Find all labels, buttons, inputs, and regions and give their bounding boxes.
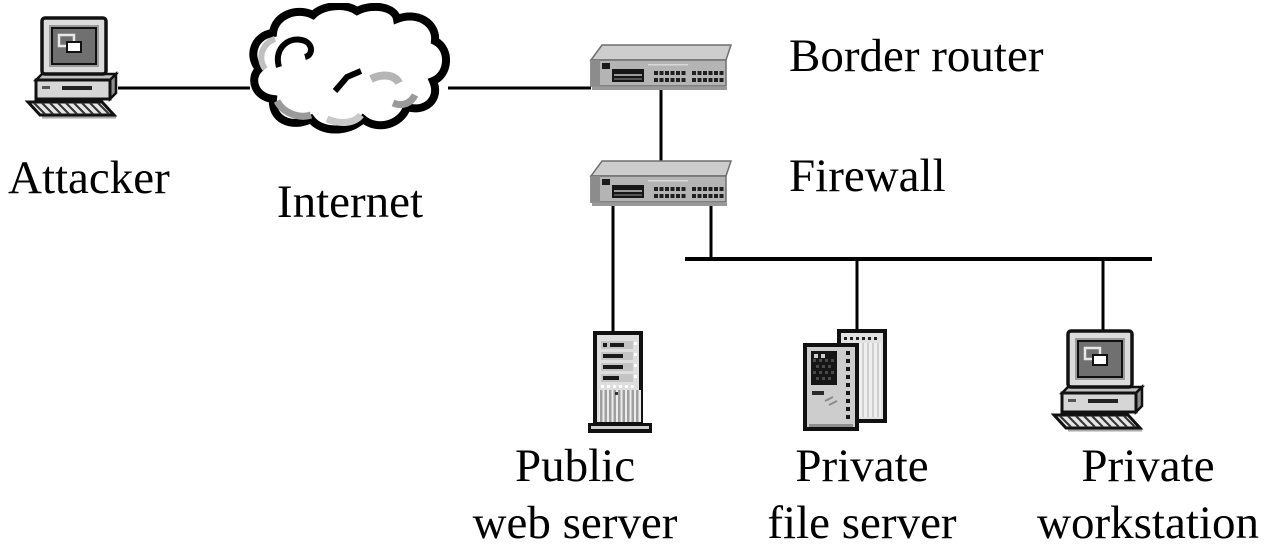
node-firewall — [588, 159, 733, 212]
cloud-icon — [249, 2, 450, 134]
label-private-file-server-line1: Private — [795, 440, 929, 492]
label-internet: Internet — [276, 176, 424, 228]
label-private-workstation-line2: workstation — [1037, 497, 1259, 549]
router-icon — [589, 44, 733, 90]
label-attacker: Attacker — [8, 152, 170, 204]
tower-server-icon — [588, 331, 652, 433]
desktop-computer-icon — [1050, 329, 1146, 432]
node-border-router — [588, 43, 733, 96]
node-public-web-server — [588, 331, 652, 440]
label-private-workstation-line1: Private — [1081, 440, 1215, 492]
file-server-icon — [803, 329, 887, 431]
desktop-computer-icon — [24, 16, 120, 119]
label-private-workstation: Private workstation — [1028, 438, 1266, 552]
label-firewall: Firewall — [789, 150, 946, 202]
label-private-file-server: Private file server — [742, 438, 982, 552]
node-private-file-server — [803, 329, 889, 438]
label-border-router: Border router — [789, 30, 1044, 82]
node-attacker — [24, 16, 120, 125]
firewall-router-icon — [589, 160, 733, 206]
label-public-web-server: Public web server — [455, 438, 695, 552]
label-public-web-server-line2: web server — [472, 497, 678, 549]
node-private-workstation — [1050, 329, 1146, 438]
node-internet — [243, 2, 453, 154]
label-public-web-server-line1: Public — [514, 440, 636, 492]
label-private-file-server-line2: file server — [767, 497, 957, 549]
